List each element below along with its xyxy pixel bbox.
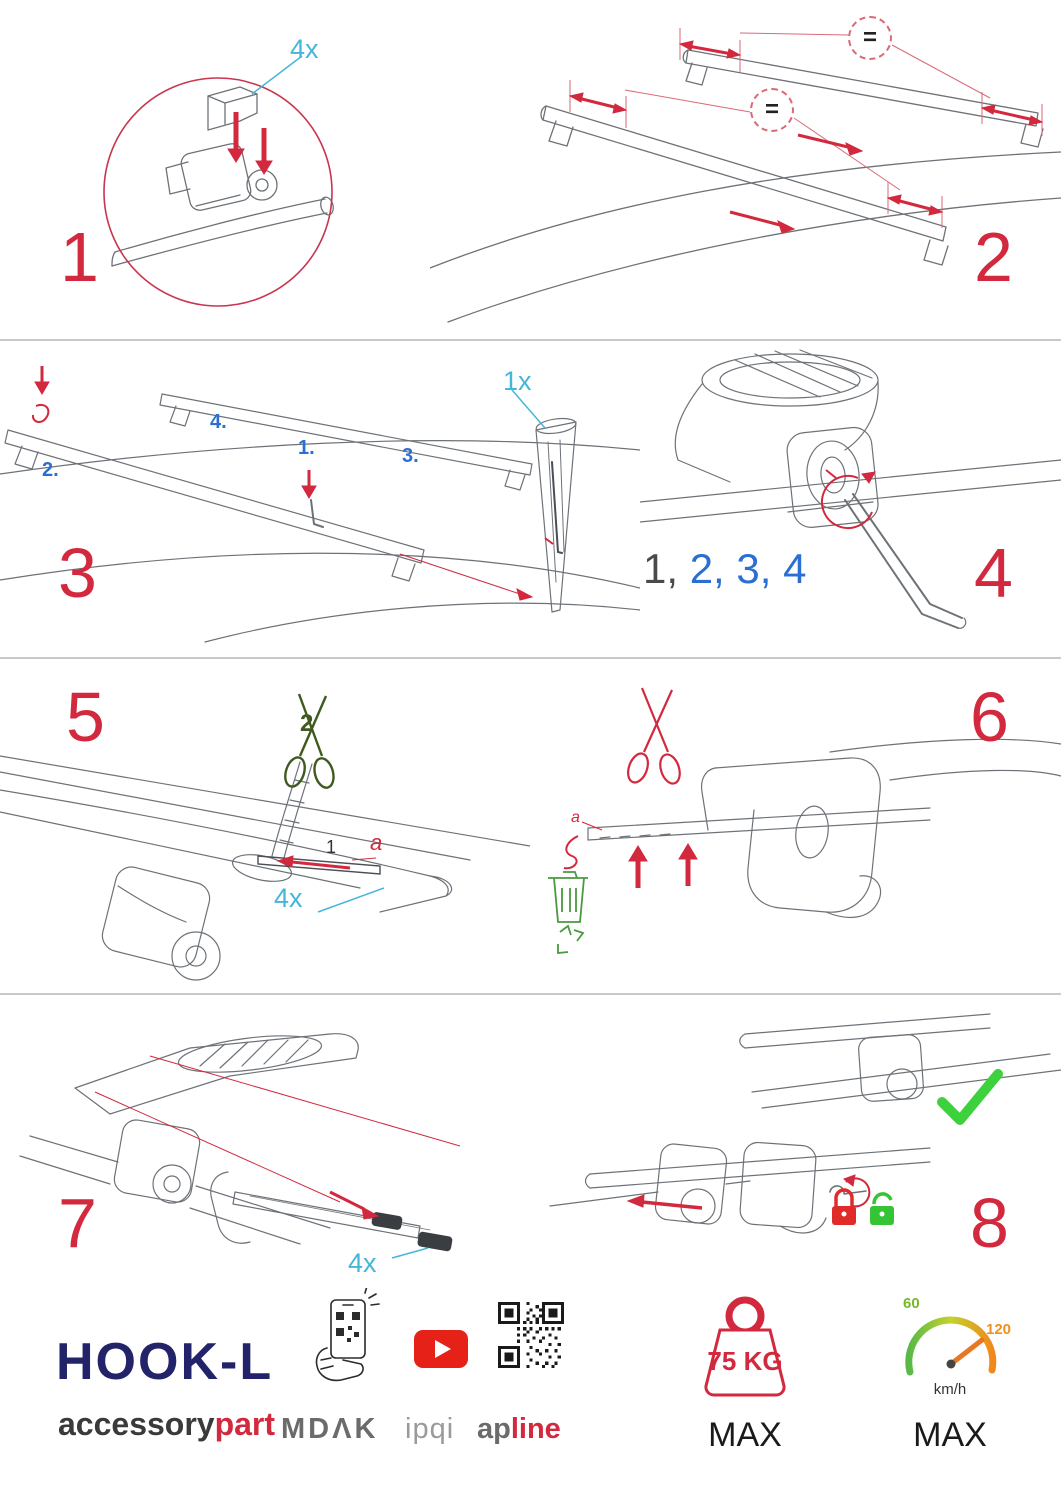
product-name: HOOK-L	[56, 1333, 274, 1391]
step6-red-marks	[563, 821, 698, 888]
step1-qty-label: 4x	[290, 34, 319, 64]
slide-lock-arrows	[626, 1174, 871, 1210]
step5-illustration	[0, 693, 530, 981]
step5-cut-label: 2	[300, 710, 314, 737]
padlock-closed-icon	[832, 1188, 856, 1225]
speed-max-label: MAX	[913, 1416, 987, 1454]
step7-number: 7	[58, 1184, 97, 1262]
step4-sequence: 1, 2, 3, 4	[643, 548, 806, 590]
step4-illustration	[640, 349, 1061, 629]
zoom-circle	[103, 77, 333, 307]
scissors-icon	[284, 693, 335, 789]
qr-code-icon	[498, 1302, 564, 1368]
step3-illustration	[0, 366, 640, 643]
step1-number: 1	[60, 218, 99, 296]
press-down-arrows	[227, 112, 273, 175]
equal-sign-2: =	[764, 96, 779, 123]
speed-unit-label: km/h	[933, 1381, 967, 1398]
qty-leader-line	[511, 389, 546, 429]
speed-high-label: 120	[986, 1321, 1012, 1338]
youtube-icon	[414, 1330, 468, 1368]
logo-apline: apline	[477, 1415, 561, 1444]
step8-illustration	[549, 1013, 1061, 1234]
measurement-lines	[569, 28, 1043, 228]
rotate-arrow	[821, 469, 876, 529]
equal-badge-2: =	[750, 88, 794, 132]
brand-logo: accessorypart	[58, 1408, 275, 1440]
logo-ipqi: ipqi	[405, 1413, 455, 1445]
section-divider-3	[0, 993, 1061, 995]
weight-max-label: MAX	[708, 1416, 782, 1454]
padlock-open-icon	[870, 1192, 894, 1225]
step3-sub-label-2: 2.	[42, 459, 59, 481]
step5-strip-label: a	[370, 830, 383, 855]
step5-qty-label: 4x	[274, 883, 303, 913]
logo-mdak: MDΛK	[281, 1413, 379, 1445]
equal-distance-arrows	[568, 40, 1044, 234]
check-icon	[937, 1069, 1003, 1125]
sequence-todo: 2, 3, 4	[678, 545, 807, 592]
step3-red-marks	[31, 366, 554, 601]
step2-number: 2	[974, 218, 1013, 296]
insert-strip-arrow	[276, 855, 377, 870]
scissors-icon	[627, 687, 681, 785]
qty-leader-line	[251, 55, 303, 95]
speed-low-label: 60	[903, 1295, 920, 1312]
phone-qr-icon	[315, 1288, 380, 1382]
speedometer-icon	[905, 1316, 997, 1376]
step7-illustration	[19, 1033, 461, 1259]
apline-gray: ap	[477, 1413, 511, 1445]
sequence-done: 1,	[643, 545, 679, 592]
step3-sub-label-1: 1.	[298, 437, 315, 459]
brand-gray-part: accessory	[58, 1406, 215, 1442]
step6-illustration	[548, 687, 1061, 954]
qty-leader-line	[317, 887, 385, 913]
step7-qty-label: 4x	[348, 1248, 377, 1278]
step4-number: 4	[974, 534, 1013, 612]
equal-sign-1: =	[862, 24, 877, 51]
step3-qty-label: 1x	[503, 366, 532, 396]
weight-limit-icon	[704, 1296, 786, 1397]
weight-value: 75 KG	[707, 1346, 783, 1376]
step3-number: 3	[58, 534, 97, 612]
step1-illustration	[103, 55, 334, 307]
step3-sub-label-4: 4.	[210, 411, 227, 433]
step6-number: 6	[970, 678, 1009, 756]
equal-badge-1: =	[848, 16, 892, 60]
apline-red: line	[510, 1413, 561, 1445]
section-divider-2	[0, 657, 1061, 659]
qty-leader-line	[391, 1247, 429, 1259]
brand-red-part: part	[214, 1406, 276, 1442]
trash-icon	[548, 871, 588, 954]
section-divider-1	[0, 339, 1061, 341]
step7-red-marks	[94, 1055, 461, 1220]
step3-sub-label-3: 3.	[402, 445, 419, 467]
step5-insert-label: 1	[326, 837, 337, 857]
step8-number: 8	[970, 1184, 1009, 1262]
step2-illustration	[430, 28, 1061, 323]
step6-strip-label: a	[571, 809, 580, 826]
step5-number: 5	[66, 678, 105, 756]
end-caps	[371, 1212, 453, 1252]
